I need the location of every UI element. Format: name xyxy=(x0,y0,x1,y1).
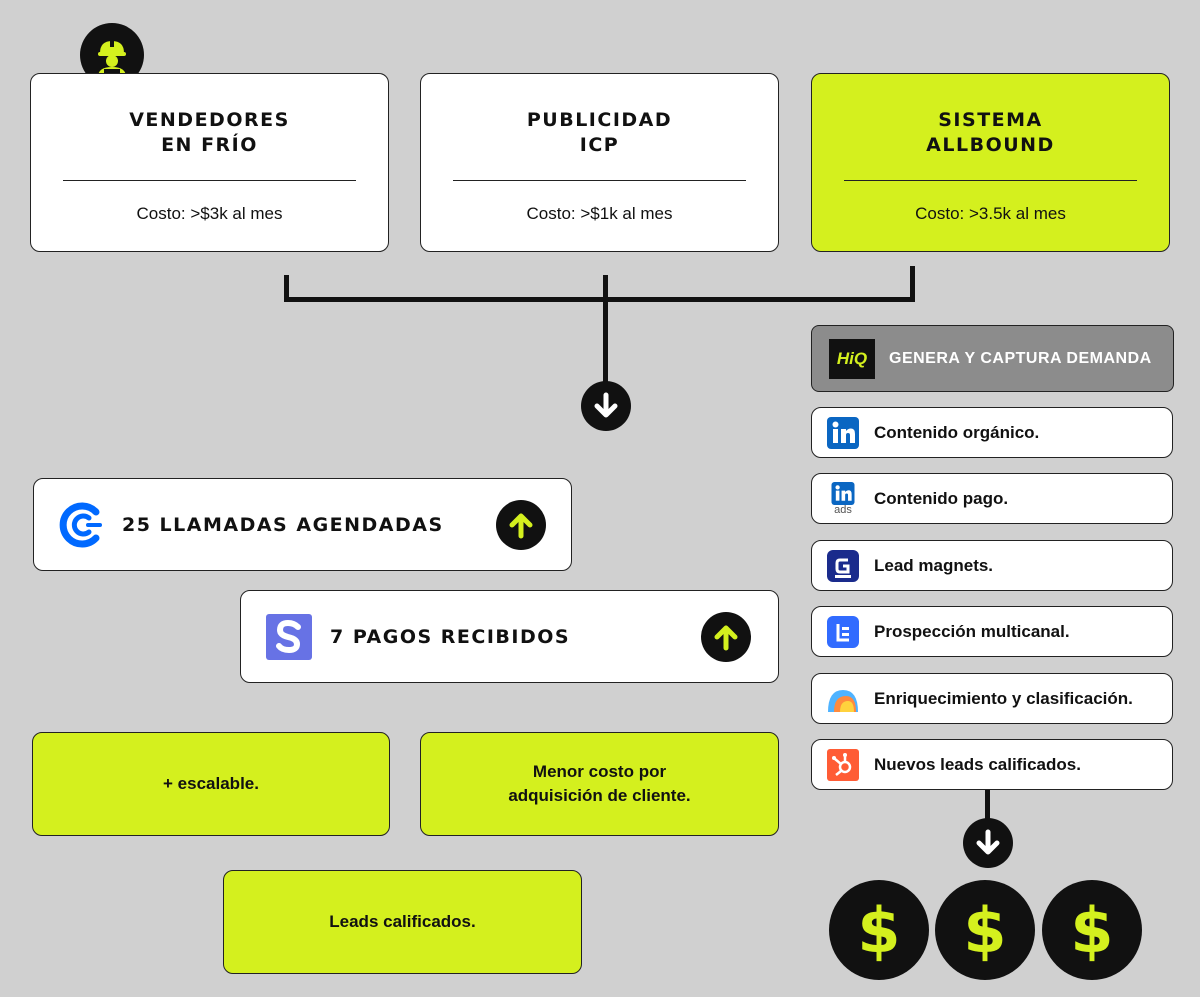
dollar-icon: $ xyxy=(1042,880,1142,980)
step-enriquecimiento: Enriquecimiento y clasificación. xyxy=(811,673,1173,724)
connector-steps-down xyxy=(985,790,990,825)
hiq-header: HiQ GENERA Y CAPTURA DEMANDA xyxy=(811,325,1174,392)
stripe-icon xyxy=(266,613,312,660)
result-llamadas: 25 LLAMADAS AGENDADAS xyxy=(33,478,572,571)
card-cost: Costo: >$1k al mes xyxy=(526,204,673,223)
step-label: Lead magnets. xyxy=(874,555,994,575)
hubspot-icon xyxy=(826,748,860,782)
connector-horizontal xyxy=(284,297,915,302)
hiq-header-label: GENERA Y CAPTURA DEMANDA xyxy=(889,349,1152,367)
result-pagos: 7 PAGOS RECIBIDOS xyxy=(240,590,779,683)
connector-right xyxy=(910,266,915,302)
step-label: Prospección multicanal. xyxy=(874,621,1070,641)
step-contenido-organico: Contenido orgánico. xyxy=(811,407,1173,458)
step-prospeccion-multicanal: Prospección multicanal. xyxy=(811,606,1173,657)
step-lead-magnets: Lead magnets. xyxy=(811,540,1173,591)
arrow-up-icon xyxy=(701,612,751,662)
dollar-icon: $ xyxy=(935,880,1035,980)
card-cost: Costo: >3.5k al mes xyxy=(915,204,1066,223)
step-nuevos-leads: Nuevos leads calificados. xyxy=(811,739,1173,790)
hiq-logo: HiQ xyxy=(829,338,875,379)
lead-magnet-app-icon xyxy=(826,549,860,583)
step-contenido-pago: ads Contenido pago. xyxy=(811,473,1173,524)
linkedin-icon xyxy=(826,416,860,450)
arrow-down-icon xyxy=(581,381,631,431)
arrow-down-icon xyxy=(963,818,1013,868)
lemlist-icon xyxy=(826,615,860,649)
benefit-leads-calificados: Leads calificados. xyxy=(223,870,582,974)
result-label: 7 PAGOS RECIBIDOS xyxy=(330,625,571,648)
clay-icon xyxy=(826,682,860,716)
card-cost: Costo: >$3k al mes xyxy=(136,204,283,223)
divider xyxy=(844,180,1137,181)
divider xyxy=(453,180,746,181)
linkedin-ads-icon: ads xyxy=(826,481,860,516)
arrow-up-icon xyxy=(496,500,546,550)
dollar-icon: $ xyxy=(829,880,929,980)
step-label: Nuevos leads calificados. xyxy=(874,754,1081,774)
connector-left xyxy=(284,275,289,302)
calendly-icon xyxy=(56,500,106,550)
divider xyxy=(63,180,356,181)
benefit-escalable: + escalable. xyxy=(32,732,390,836)
result-label: 25 LLAMADAS AGENDADAS xyxy=(122,513,444,536)
step-label: Enriquecimiento y clasificación. xyxy=(874,688,1133,708)
step-label: Contenido orgánico. xyxy=(874,422,1040,442)
connector-center xyxy=(603,275,608,385)
step-label: Contenido pago. xyxy=(874,488,1009,508)
